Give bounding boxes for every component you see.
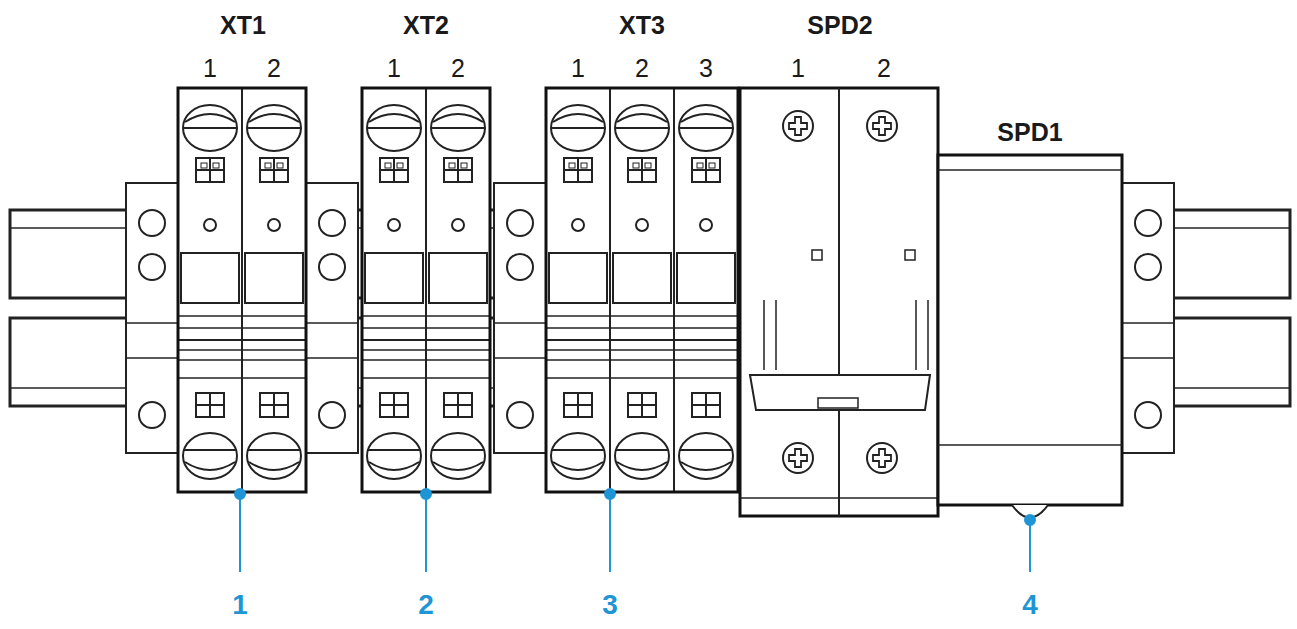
- part-name: SPD2: [807, 13, 872, 38]
- pin-number: 3: [699, 56, 713, 81]
- pin-number: 1: [387, 56, 401, 81]
- pin-number: 2: [451, 56, 465, 81]
- pin-number: 2: [267, 56, 281, 81]
- pin-number: 2: [877, 56, 891, 81]
- part-name: XT3: [619, 13, 665, 38]
- part-name: XT2: [403, 13, 449, 38]
- pin-number: 1: [571, 56, 585, 81]
- pin-number: 1: [791, 56, 805, 81]
- callout-number: 1: [232, 591, 248, 619]
- part-name: SPD1: [997, 120, 1062, 145]
- callout-number: 3: [602, 591, 618, 619]
- part-name: XT1: [220, 13, 266, 38]
- callout-number: 2: [418, 591, 434, 619]
- pin-number: 1: [203, 56, 217, 81]
- pin-number: 2: [635, 56, 649, 81]
- callout-number: 4: [1022, 591, 1038, 619]
